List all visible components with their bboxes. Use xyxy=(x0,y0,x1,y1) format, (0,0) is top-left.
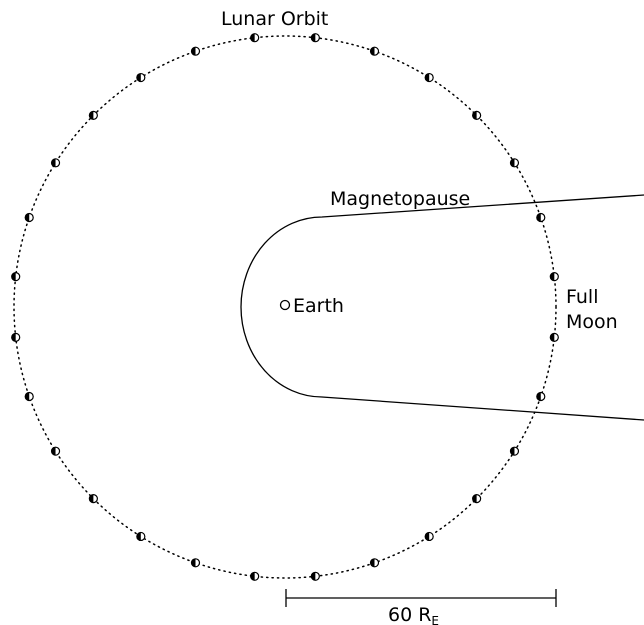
moon-phase-marker xyxy=(310,33,320,43)
moon-phase-marker xyxy=(472,494,482,504)
moon-phase-marker xyxy=(11,272,21,282)
moon-phase-marker xyxy=(310,571,320,581)
moon-phase-marker xyxy=(24,212,34,223)
moon-phase-marker xyxy=(88,494,98,504)
moon-phase-marker xyxy=(11,332,21,342)
moon-phase-marker xyxy=(549,332,559,342)
moon-phase-marker xyxy=(190,46,201,56)
moon-phase-marker xyxy=(50,446,61,456)
moon-phase-marker xyxy=(509,446,520,456)
earth-label: Earth xyxy=(293,295,344,317)
full-moon-label-line2: Moon xyxy=(566,311,618,333)
scale-bar-label: 60 RE xyxy=(388,604,439,625)
moon-phase-marker xyxy=(472,110,482,120)
moon-phase-markers xyxy=(11,33,559,581)
full-moon-label-line1: Full xyxy=(566,286,599,308)
moon-phase-marker xyxy=(250,571,260,581)
moon-phase-marker xyxy=(24,391,34,402)
moon-phase-marker xyxy=(536,212,546,223)
moon-phase-marker xyxy=(536,391,546,402)
moon-phase-marker xyxy=(369,46,380,56)
moon-phase-marker xyxy=(88,110,98,120)
lunar-orbit-label: Lunar Orbit xyxy=(221,8,328,30)
earth-marker xyxy=(279,299,291,311)
moon-phase-marker xyxy=(50,158,61,168)
moon-phase-marker xyxy=(136,72,146,83)
scale-subscript: E xyxy=(431,614,439,625)
moon-phase-marker xyxy=(424,72,434,83)
lunar-orbit-path xyxy=(13,35,557,579)
moon-phase-marker xyxy=(250,33,260,43)
magnetopause-boundary xyxy=(240,194,644,421)
scale-value: 60 R xyxy=(388,604,431,625)
moon-phase-marker xyxy=(509,158,520,168)
scale-bar: 60 RE xyxy=(285,589,557,625)
magnetopause-label: Magnetopause xyxy=(330,188,470,210)
moon-phase-marker xyxy=(136,531,146,542)
moon-phase-marker xyxy=(369,558,380,568)
moon-phase-marker xyxy=(424,531,434,542)
moon-phase-marker xyxy=(549,272,559,282)
moon-phase-marker xyxy=(190,558,201,568)
